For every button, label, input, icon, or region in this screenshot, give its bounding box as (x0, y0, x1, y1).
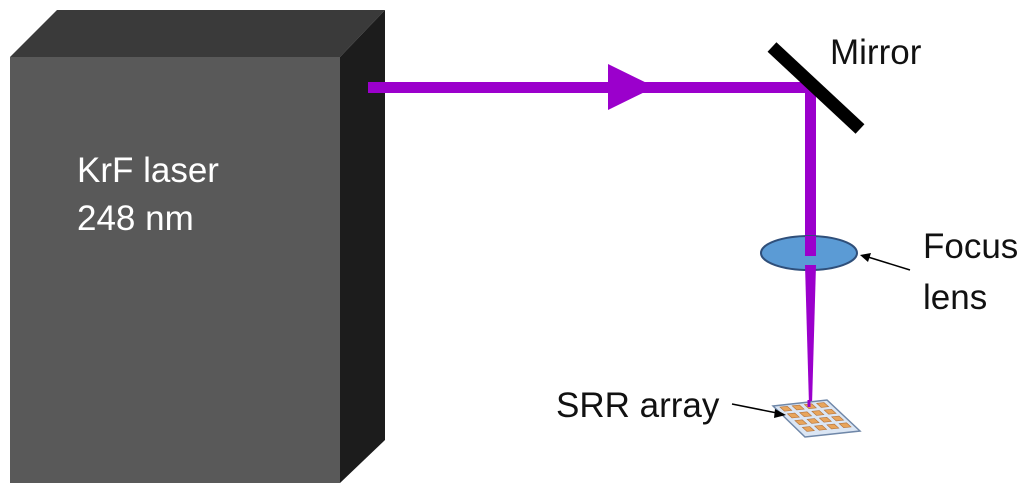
laser-name-label: KrF laser (77, 151, 219, 190)
laser-wavelength-label: 248 nm (77, 199, 194, 238)
laser-box-front (10, 57, 340, 483)
srr-pointer-head (774, 409, 786, 418)
srr-pad (806, 418, 820, 424)
mirror (767, 42, 865, 134)
srr-pad (830, 415, 845, 422)
srr-substrate (771, 399, 862, 438)
srr-pad (801, 426, 816, 432)
srr-pad (811, 410, 825, 416)
srr-pad (826, 423, 840, 430)
beam-direction-arrow (608, 64, 655, 110)
srr-pad (838, 422, 852, 428)
focus-lens-label-line1: Focus (923, 227, 1019, 266)
focus-lens-pointer (867, 256, 911, 271)
srr-array-label: SRR array (556, 386, 720, 425)
srr-pad (823, 409, 837, 415)
srr-pad (779, 406, 793, 412)
focus-lens-pointer-head (860, 253, 871, 262)
srr-pad (786, 412, 801, 419)
srr-array (771, 399, 862, 438)
srr-pad (813, 425, 828, 431)
srr-pads (779, 402, 852, 432)
srr-pad (815, 402, 830, 408)
beam-vertical (805, 82, 816, 250)
focus-lens-label-line2: lens (923, 278, 988, 317)
srr-pad (794, 419, 808, 425)
laser-box (10, 10, 385, 483)
mirror-label: Mirror (830, 33, 922, 72)
laser-box-top (10, 10, 385, 57)
srr-pad (791, 404, 805, 411)
srr-pad (818, 417, 833, 423)
srr-pad (798, 411, 813, 417)
beam-focused (805, 265, 816, 405)
beam-horizontal (368, 82, 816, 93)
laser-box-side (340, 10, 385, 483)
beam-through-lens (805, 236, 816, 256)
srr-pointer (731, 403, 778, 414)
